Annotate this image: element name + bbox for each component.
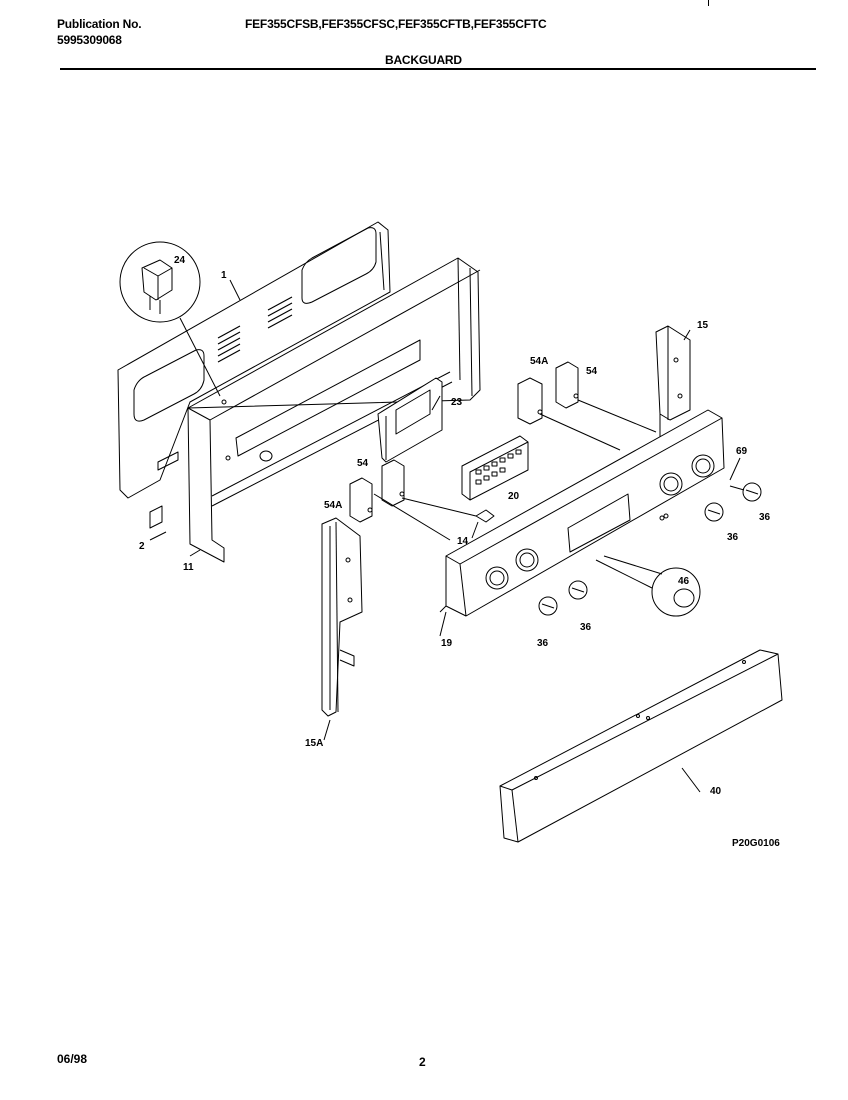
callout-19: 19 bbox=[441, 638, 453, 649]
corner-tick bbox=[708, 0, 709, 6]
callout-11: 11 bbox=[183, 562, 194, 573]
callout-36-right-lower: 36 bbox=[727, 532, 739, 543]
model-numbers: FEF355CFSB,FEF355CFSC,FEF355CFTB,FEF355C… bbox=[245, 17, 547, 31]
leader-lines bbox=[149, 279, 741, 793]
bracket-part bbox=[377, 377, 443, 463]
header-rule bbox=[60, 68, 816, 70]
callout-54-left: 54 bbox=[357, 458, 369, 469]
figure-code: P20G0106 bbox=[732, 838, 780, 849]
callout-36-left-b: 36 bbox=[537, 638, 549, 649]
callout-40: 40 bbox=[710, 786, 722, 797]
lower-trim-part bbox=[499, 649, 783, 843]
left-endcap-part bbox=[321, 517, 363, 717]
callout-36-right-upper: 36 bbox=[759, 512, 771, 523]
callout-54-top: 54 bbox=[586, 366, 598, 377]
footer-date: 06/98 bbox=[57, 1052, 88, 1066]
right-endcap-part bbox=[655, 325, 691, 440]
callout-2: 2 bbox=[139, 541, 145, 552]
callout-54A-top: 54A bbox=[530, 356, 548, 367]
callout-14: 14 bbox=[457, 536, 469, 547]
publication-label: Publication No. bbox=[57, 17, 142, 31]
publication-number: 5995309068 bbox=[57, 33, 122, 47]
callout-15: 15 bbox=[697, 320, 709, 331]
section-title: BACKGUARD bbox=[385, 53, 462, 67]
callout-24: 24 bbox=[174, 255, 186, 266]
clip-part bbox=[475, 509, 495, 523]
callout-15A: 15A bbox=[305, 738, 323, 749]
callout-23: 23 bbox=[451, 397, 463, 408]
callout-46: 46 bbox=[678, 576, 690, 587]
timer-board-part bbox=[461, 435, 529, 501]
control-panel-part bbox=[439, 409, 725, 617]
footer-page-number: 2 bbox=[419, 1055, 426, 1069]
callout-20: 20 bbox=[508, 491, 520, 502]
knob-parts bbox=[538, 482, 762, 616]
end-bracket-parts bbox=[349, 361, 579, 523]
callout-69: 69 bbox=[736, 446, 748, 457]
callout-1: 1 bbox=[221, 270, 227, 281]
back-panel-part bbox=[117, 221, 391, 529]
indicator-detail bbox=[595, 555, 701, 617]
callout-36-left-a: 36 bbox=[580, 622, 592, 633]
callout-54A-left: 54A bbox=[324, 500, 342, 511]
switch-detail bbox=[119, 241, 221, 397]
